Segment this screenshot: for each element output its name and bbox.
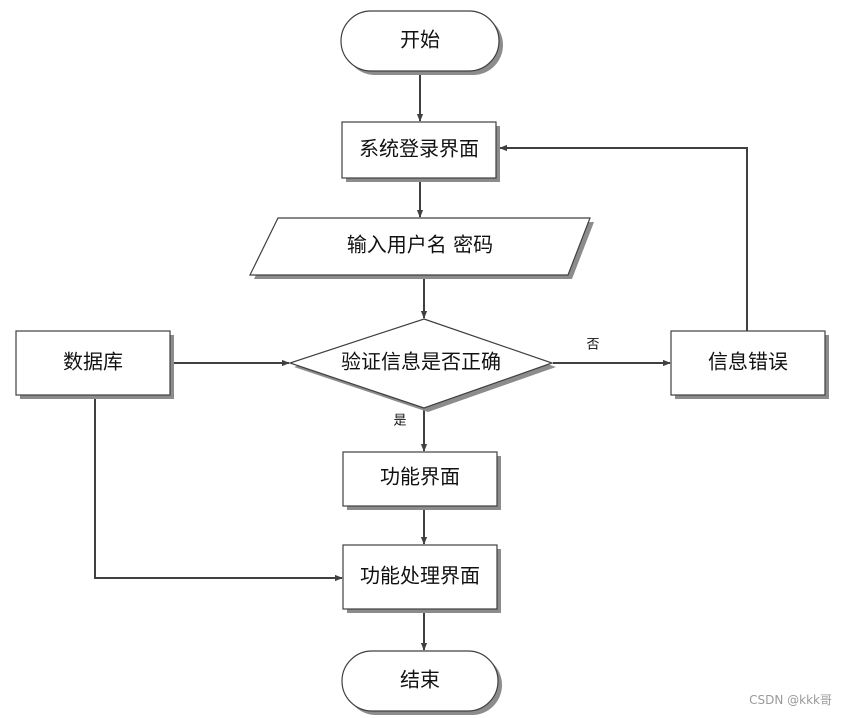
input-label: 输入用户名 密码 <box>347 233 493 257</box>
error-label: 信息错误 <box>708 350 788 374</box>
edge-database-to-process <box>94 396 343 582</box>
verify-label: 验证信息是否正确 <box>341 350 501 374</box>
start-node: 开始 <box>340 10 503 75</box>
verify-node: 验证信息是否正确 <box>288 318 556 412</box>
process-label: 功能处理界面 <box>360 564 480 588</box>
error-node: 信息错误 <box>670 330 829 399</box>
edge-label-yes: 是 <box>393 414 406 429</box>
login-node: 系统登录界面 <box>341 121 500 182</box>
database-node: 数据库 <box>15 330 174 399</box>
function-label: 功能界面 <box>380 465 460 489</box>
end-node: 结束 <box>341 650 502 715</box>
function-node: 功能界面 <box>342 451 501 510</box>
login-label: 系统登录界面 <box>359 137 479 161</box>
watermark: CSDN @kkk哥 <box>749 693 832 707</box>
database-label: 数据库 <box>63 350 123 374</box>
input-node: 输入用户名 密码 <box>249 217 594 279</box>
edge-label-no: 否 <box>586 338 599 353</box>
process-node: 功能处理界面 <box>342 544 501 613</box>
end-label: 结束 <box>400 668 440 692</box>
edge-error-to-login <box>499 144 748 331</box>
start-label: 开始 <box>400 28 440 52</box>
